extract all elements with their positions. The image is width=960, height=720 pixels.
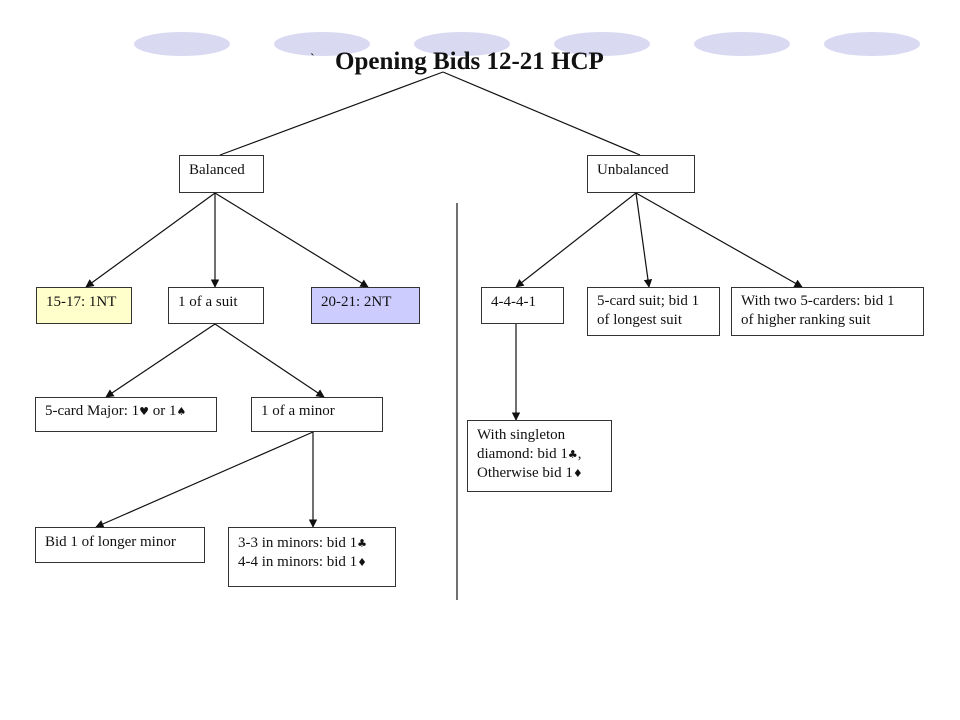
node-2nt-label: 20-21: 2NT xyxy=(321,294,392,310)
node-one-of-suit: 1 of a suit xyxy=(168,287,264,324)
edge-unbalanced-5card xyxy=(635,192,653,288)
diamond-icon: ♦ xyxy=(357,556,368,569)
node-2nt: 20-21: 2NT xyxy=(311,287,420,324)
node-major-text: 5-card Major: 1 xyxy=(45,403,140,419)
edge-title-balanced xyxy=(219,71,444,156)
node-minors-44: 4-4 in minors: bid 1 xyxy=(238,554,358,570)
node-unbalanced-label: Unbalanced xyxy=(597,162,669,178)
edge-unbalanced-two5 xyxy=(635,192,803,288)
diamond-icon: ♦ xyxy=(572,467,583,480)
node-balanced-label: Balanced xyxy=(189,162,245,178)
node-five-card-suit: 5-card suit; bid 1 of longest suit xyxy=(587,287,720,336)
heart-icon: ♥ xyxy=(139,405,150,418)
edge-title-unbalanced xyxy=(442,71,641,156)
club-icon: ♣ xyxy=(567,448,578,461)
chart-title: Opening Bids 12-21 HCP xyxy=(335,48,604,75)
edge-balanced-1nt xyxy=(85,192,216,288)
edge-balanced-2nt xyxy=(214,192,369,288)
header-decoration xyxy=(134,32,920,56)
node-minors-rules: 3-3 in minors: bid 1♣ 4-4 in minors: bid… xyxy=(228,527,396,587)
decoration-ellipse-4 xyxy=(554,32,650,56)
node-major-mid: or 1 xyxy=(149,403,177,419)
node-unbalanced: Unbalanced xyxy=(587,155,695,193)
spade-icon: ♠ xyxy=(176,405,187,418)
decoration-ellipse-1 xyxy=(134,32,230,56)
node-singleton-line3: Otherwise bid 1 xyxy=(477,465,573,481)
decoration-ellipse-3 xyxy=(414,32,510,56)
edge-suit-major xyxy=(105,323,216,398)
club-icon: ♣ xyxy=(357,537,368,550)
decoration-ellipse-2 xyxy=(274,32,370,56)
node-4441-label: 4-4-4-1 xyxy=(491,294,536,310)
node-one-of-minor-label: 1 of a minor xyxy=(261,403,335,419)
edge-unbalanced-4441 xyxy=(515,192,637,288)
node-one-of-minor: 1 of a minor xyxy=(251,397,383,432)
node-longer-minor-label: Bid 1 of longer minor xyxy=(45,534,176,550)
stray-mark: ` xyxy=(310,52,315,67)
node-singleton-line2: diamond: bid 1 xyxy=(477,446,568,462)
decoration-ellipse-5 xyxy=(694,32,790,56)
node-1nt: 15-17: 1NT xyxy=(36,287,132,324)
node-two-five-carders: With two 5-carders: bid 1 of higher rank… xyxy=(731,287,924,336)
edge-suit-minor xyxy=(214,323,325,398)
node-two-five-carders-line1: With two 5-carders: bid 1 xyxy=(741,293,895,309)
node-two-five-carders-line2: of higher ranking suit xyxy=(741,312,871,328)
node-balanced: Balanced xyxy=(179,155,264,193)
node-longer-minor: Bid 1 of longer minor xyxy=(35,527,205,563)
node-singleton-comma: , xyxy=(577,446,582,462)
node-one-of-suit-label: 1 of a suit xyxy=(178,294,238,310)
edge-minor-longer xyxy=(95,431,314,528)
node-1nt-label: 15-17: 1NT xyxy=(46,294,117,310)
node-singleton-line1: With singleton xyxy=(477,427,566,443)
node-4441: 4-4-4-1 xyxy=(481,287,564,324)
node-singleton: With singleton diamond: bid 1♣, Otherwis… xyxy=(467,420,612,492)
decoration-ellipse-6 xyxy=(824,32,920,56)
node-five-card-suit-line1: 5-card suit; bid 1 xyxy=(597,293,700,309)
node-minors-33: 3-3 in minors: bid 1 xyxy=(238,535,358,551)
node-five-card-suit-line2: of longest suit xyxy=(597,312,682,328)
node-five-card-major: 5-card Major: 1♥ or 1♠ xyxy=(35,397,217,432)
